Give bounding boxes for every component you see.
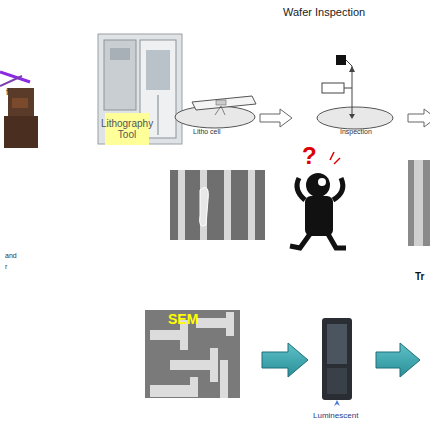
sem-line [414, 160, 423, 246]
machine-frame [98, 34, 182, 144]
surprise-mark [334, 158, 340, 164]
tool-base [4, 116, 38, 148]
section-heading: Wafer Inspection [283, 6, 365, 18]
confused-figure [290, 152, 346, 248]
inspection-wafer [317, 55, 393, 129]
body [305, 196, 333, 236]
hollow-arrow [260, 109, 292, 127]
lithography-tool-photo [98, 34, 182, 144]
tool-detail [12, 98, 28, 108]
light-source [322, 83, 344, 93]
eye [318, 178, 326, 186]
detector [336, 55, 346, 65]
head [306, 173, 330, 197]
logo-text: Luminescent [313, 412, 358, 421]
reticle-plate [192, 96, 256, 110]
cropped-text: and [5, 252, 17, 260]
machine-detail [158, 95, 159, 135]
beam [346, 60, 352, 66]
sem-pattern [196, 312, 234, 336]
cropped-text: r [5, 263, 7, 271]
purple-beam [0, 76, 22, 86]
device-panel [327, 324, 347, 364]
leg [290, 234, 310, 248]
reticle-pattern [216, 100, 226, 105]
wafer [317, 107, 393, 129]
sem-pattern [220, 360, 228, 398]
sem-pattern [150, 377, 198, 397]
tool-body [8, 88, 34, 118]
beam [352, 66, 353, 114]
device-panel [327, 368, 347, 394]
wafer [175, 106, 255, 128]
purple-beam [0, 72, 30, 82]
logo-mark [334, 400, 340, 406]
arrowhead [349, 114, 355, 119]
sem-background [145, 310, 240, 398]
litho-cell-wafer [175, 96, 256, 128]
tool-photo [0, 72, 38, 148]
cropped-text: Tr [415, 271, 424, 282]
node-text: Lithography Tool [101, 118, 153, 141]
sem-line [224, 170, 231, 240]
sem-image [145, 310, 240, 398]
hollow-arrow [408, 109, 430, 127]
machine-window [146, 50, 170, 90]
leg [328, 234, 346, 248]
step-label: Inspection [340, 128, 372, 136]
machine-panel [104, 40, 136, 110]
process-arrow [262, 343, 308, 377]
beam [344, 88, 352, 89]
arrowhead [349, 66, 355, 72]
sem-line [178, 170, 185, 240]
cropped-text: f [6, 88, 9, 98]
sem-background [170, 170, 265, 240]
defect [200, 188, 209, 227]
image-tag: SEM [168, 312, 198, 327]
arm [297, 178, 305, 200]
question-mark: ? [302, 143, 317, 169]
sem-pattern [170, 348, 218, 382]
surprise-mark [330, 152, 334, 160]
step-label: Litho cell [193, 128, 221, 136]
leader-line [221, 106, 225, 115]
machine-detail [110, 48, 130, 60]
sem-background [408, 160, 430, 246]
device-body [322, 318, 352, 400]
leader-line [215, 106, 221, 115]
cropped-sem-image [408, 160, 430, 246]
label-box: Lithography Tool [105, 113, 149, 145]
arm [333, 178, 343, 200]
defect-sem-image [170, 170, 265, 240]
device-photo [322, 318, 352, 406]
process-arrow [376, 343, 420, 377]
sem-line [248, 170, 255, 240]
